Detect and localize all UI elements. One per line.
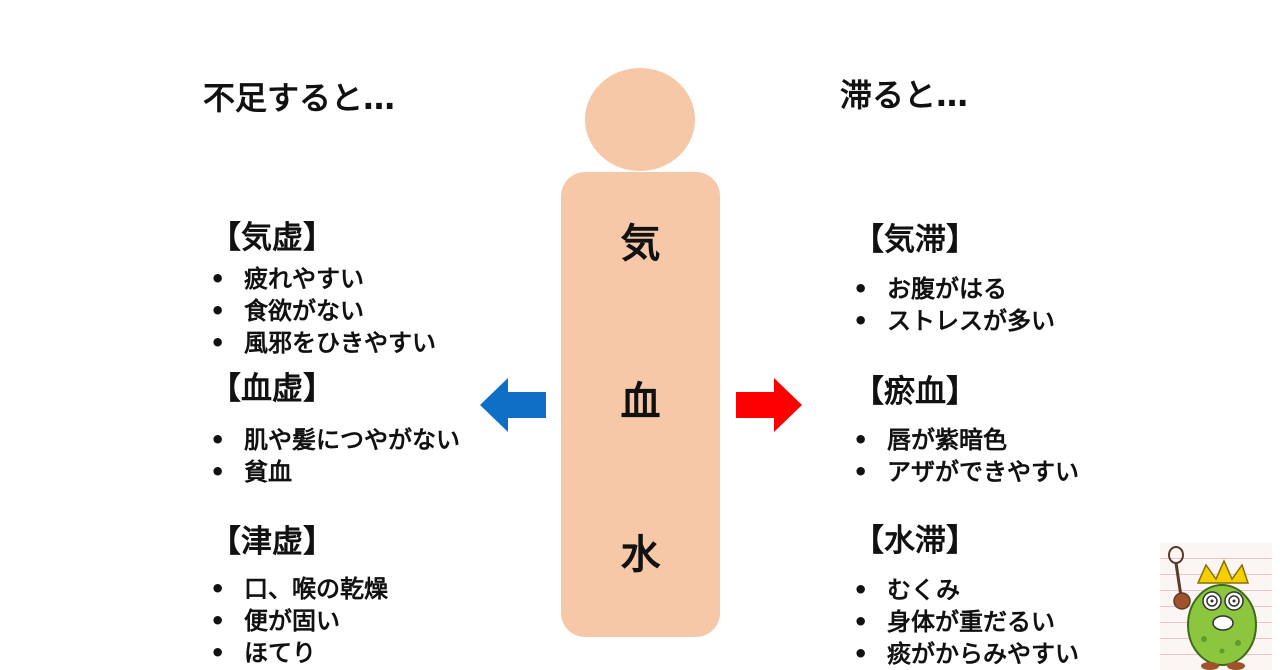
list-item: 疲れやすい bbox=[210, 263, 436, 295]
section-title: 【血虚】 bbox=[210, 371, 334, 407]
section-water-stagnation: 【水滞】 むくみ 身体が重だるい 痰がからみやすい bbox=[853, 522, 1079, 670]
section-blood-stasis: 【瘀血】 唇が紫暗色 アザができやすい bbox=[853, 373, 1079, 488]
stagnation-heading: 滞ると… bbox=[840, 76, 969, 114]
right-arrow-icon bbox=[736, 378, 802, 432]
list-item: ほてり bbox=[210, 637, 388, 669]
section-title: 【気滞】 bbox=[853, 222, 977, 258]
figure-torso: 気 血 水 bbox=[561, 172, 720, 637]
section-title: 【気虚】 bbox=[210, 220, 334, 256]
list-item: 身体が重だるい bbox=[853, 606, 1079, 638]
list-item: 肌や髪につやがない bbox=[210, 424, 460, 456]
left-arrow-icon bbox=[480, 378, 546, 432]
list-item: 食欲がない bbox=[210, 295, 436, 327]
section-blood-deficiency: 【血虚】 肌や髪につやがない 貧血 bbox=[210, 370, 460, 488]
list-item: 貧血 bbox=[210, 456, 460, 488]
list-item: アザができやすい bbox=[853, 456, 1079, 488]
list-item: 唇が紫暗色 bbox=[853, 424, 1079, 456]
list-item: むくみ bbox=[853, 574, 1079, 606]
list-item: 便が固い bbox=[210, 605, 388, 637]
label-ki: 気 bbox=[620, 221, 661, 267]
label-water: 水 bbox=[620, 532, 661, 578]
section-ki-deficiency: 【気虚】 疲れやすい 食欲がない 風邪をひきやすい bbox=[210, 219, 436, 359]
list-item: 風邪をひきやすい bbox=[210, 327, 436, 359]
section-ki-stagnation: 【気滞】 お腹がはる ストレスが多い bbox=[853, 221, 1055, 337]
mascot-illustration bbox=[1160, 543, 1272, 670]
list-item: お腹がはる bbox=[853, 273, 1055, 305]
label-blood: 血 bbox=[620, 379, 661, 425]
section-title: 【水滞】 bbox=[853, 523, 977, 559]
section-title: 【津虚】 bbox=[210, 524, 334, 560]
list-item: 痰がからみやすい bbox=[853, 638, 1079, 670]
deficiency-heading: 不足すると… bbox=[203, 79, 396, 117]
mascot-icon bbox=[1168, 546, 1257, 670]
list-item: 口、喉の乾燥 bbox=[210, 573, 388, 605]
figure-head bbox=[585, 68, 695, 171]
section-title: 【瘀血】 bbox=[853, 374, 977, 410]
section-fluid-deficiency: 【津虚】 口、喉の乾燥 便が固い ほてり bbox=[210, 523, 388, 669]
list-item: ストレスが多い bbox=[853, 305, 1055, 337]
